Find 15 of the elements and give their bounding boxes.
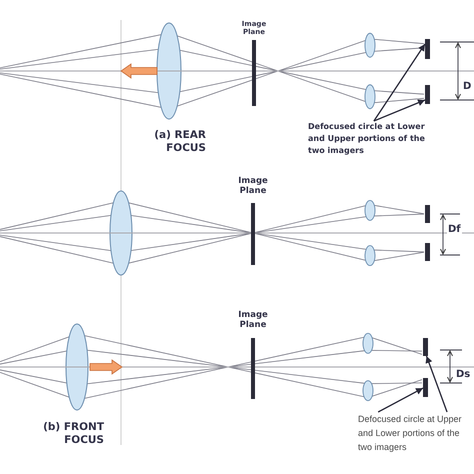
- leader-line: [378, 388, 424, 413]
- callout-text: Defocused circle at Lower and Upper portions of the two imagers: [308, 121, 430, 157]
- plane-label: Image Plane: [238, 311, 268, 330]
- imager-bar: [423, 338, 428, 356]
- leader-line: [426, 356, 448, 412]
- imager-bar: [425, 39, 430, 59]
- leader-line: [374, 99, 426, 122]
- leader-line: [373, 44, 426, 122]
- imager-bar: [423, 378, 428, 397]
- dimension-label: Df: [447, 224, 462, 236]
- imager-bar: [425, 85, 430, 104]
- panel-caption: (a) REAR FOCUS: [153, 129, 206, 155]
- plane-label: Image Plane: [238, 177, 268, 196]
- callout-text: Defocused circle at Upper and Lower portions of the two imagers: [358, 412, 470, 454]
- panel-caption: (b) FRONT FOCUS: [42, 421, 104, 447]
